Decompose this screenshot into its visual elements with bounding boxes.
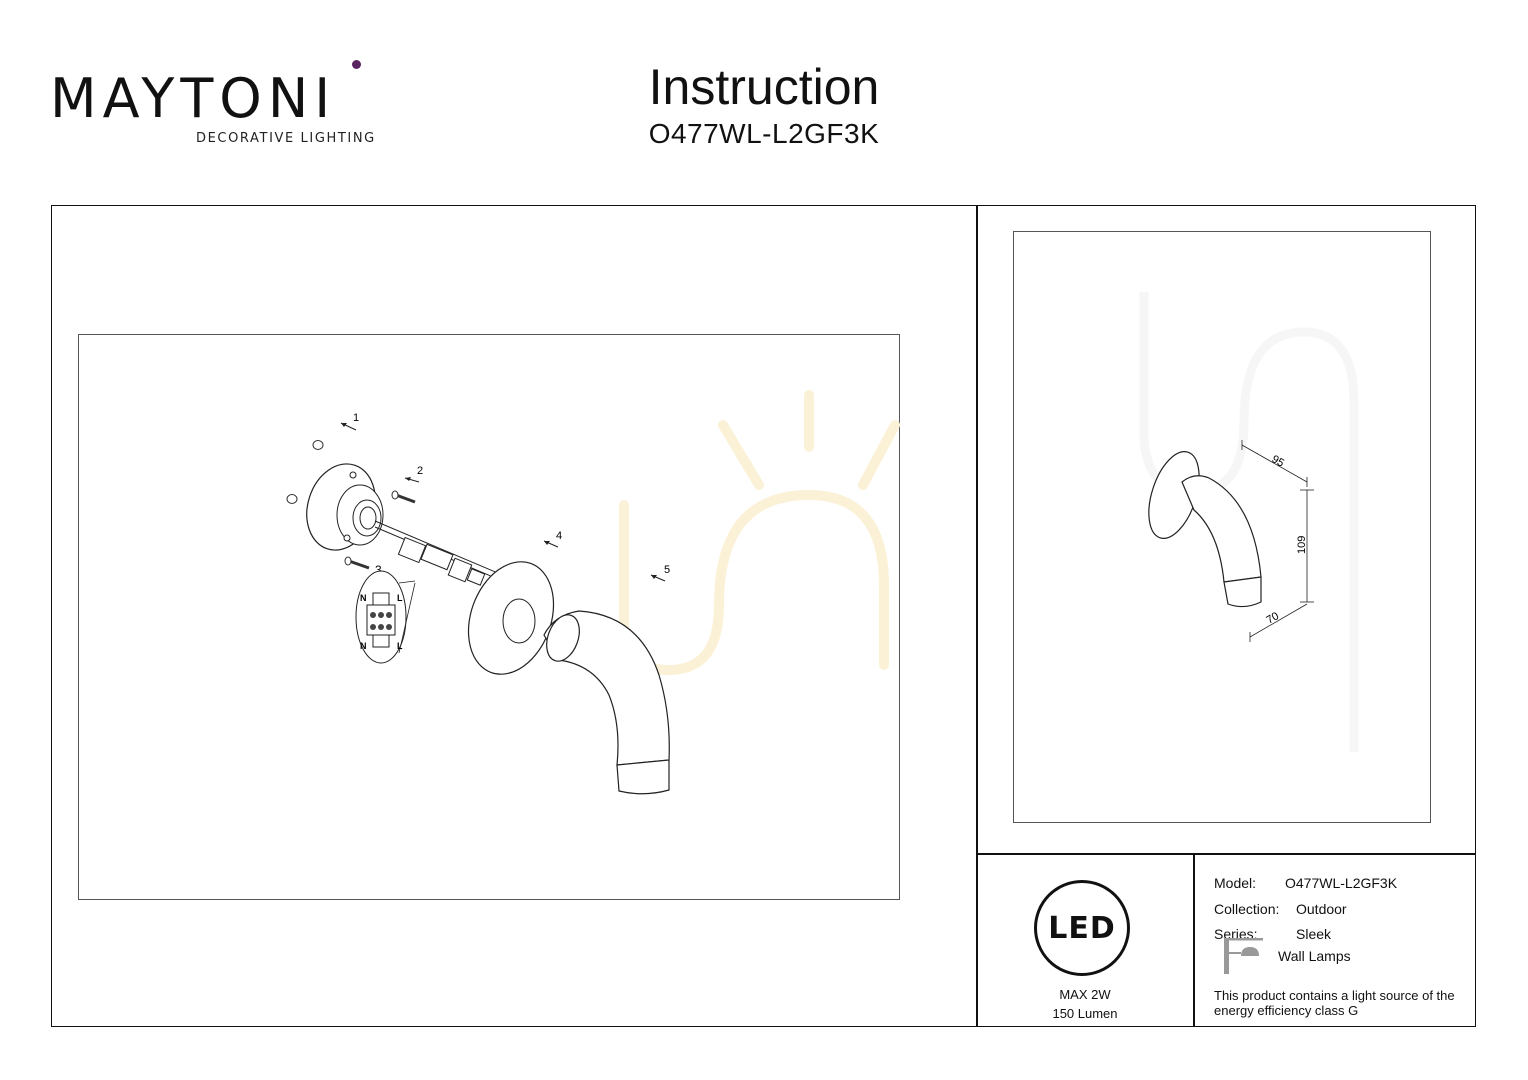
svg-text:N: N xyxy=(360,641,367,651)
brand-dot xyxy=(352,60,361,69)
dimension-lines xyxy=(1241,440,1314,642)
led-badge-text: LED xyxy=(1048,910,1116,946)
spec-model-value: O477WL-L2GF3K xyxy=(1285,875,1398,891)
dimensions-panel: 95 109 70 xyxy=(1013,231,1431,823)
screw-part xyxy=(344,556,370,570)
svg-text:1: 1 xyxy=(353,412,359,424)
led-badge: LED xyxy=(1034,880,1130,976)
spec-collection-value: Outdoor xyxy=(1296,901,1347,917)
svg-text:2: 2 xyxy=(417,465,423,477)
dimension-drawing: 95 109 70 xyxy=(1139,292,1359,752)
dimension-depth: 95 xyxy=(1270,453,1287,470)
assembly-panel: 1 2 xyxy=(78,334,900,900)
brand-wordmark: MAYTONI xyxy=(50,67,337,130)
wall-lamp-icon xyxy=(1224,938,1263,974)
lamp-body-part xyxy=(543,610,670,795)
flange-ring-part xyxy=(467,561,555,675)
spec-type-value: Wall Lamps xyxy=(1278,948,1351,964)
screw-part xyxy=(391,490,416,504)
terminal-block-detail: N L N L xyxy=(355,570,416,664)
svg-text:L: L xyxy=(397,593,403,603)
spec-collection-label: Collection: xyxy=(1214,901,1280,917)
frame-divider xyxy=(976,205,978,1027)
washer-part xyxy=(312,440,324,450)
svg-text:4: 4 xyxy=(556,530,562,542)
spec-series-value: Sleek xyxy=(1296,926,1332,942)
brand-tagline: DECORATIVE LIGHTING xyxy=(196,131,376,146)
dimension-height: 109 xyxy=(1296,536,1308,554)
callout-1: 1 xyxy=(340,412,359,431)
washer-part xyxy=(286,494,298,504)
spec-model-label: Model: xyxy=(1214,875,1257,891)
lamp-side-view xyxy=(1148,451,1262,608)
page-model: O477WL-L2GF3K xyxy=(648,118,880,149)
callout-5: 5 xyxy=(650,564,670,582)
dimension-diameter: 70 xyxy=(1265,610,1282,627)
callout-2: 2 xyxy=(404,465,423,483)
svg-text:5: 5 xyxy=(664,564,670,576)
energy-class-note: This product contains a light source of … xyxy=(1214,988,1455,1018)
brand-logo: MAYTONI DECORATIVE LIGHTING xyxy=(50,60,374,150)
svg-text:3: 3 xyxy=(375,563,382,577)
callout-4: 4 xyxy=(543,530,562,548)
lumen-output: 150 Lumen xyxy=(1052,1006,1118,1021)
waterproof-connector-part xyxy=(397,536,486,586)
callout-3: 3 xyxy=(375,563,382,577)
wall-plate-part xyxy=(306,463,384,551)
watermark-lamp-icon xyxy=(619,390,900,676)
frame-divider xyxy=(976,853,1476,855)
svg-text:L: L xyxy=(397,641,403,651)
frame-divider xyxy=(1193,853,1195,1027)
svg-text:N: N xyxy=(360,593,367,603)
page-title: Instruction xyxy=(648,59,880,115)
max-power: MAX 2W xyxy=(1059,987,1111,1002)
sheet-frame xyxy=(51,205,1476,1027)
assembly-drawing: 1 2 xyxy=(286,390,900,795)
